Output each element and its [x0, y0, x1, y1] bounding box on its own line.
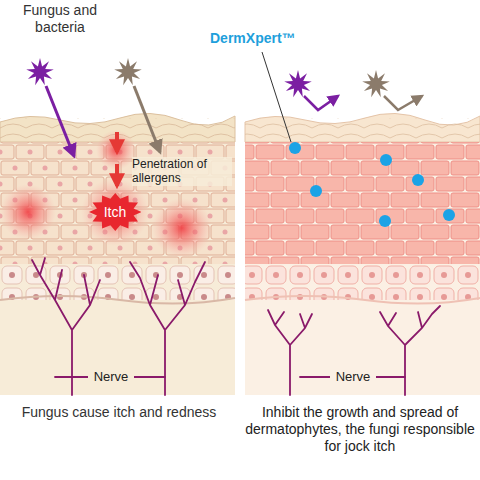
bounce-arrow [384, 96, 422, 110]
part-label: Nerve [88, 369, 134, 385]
itch-burst: Itch [89, 193, 142, 231]
node-text: Itch [104, 204, 127, 220]
part-label: Penetration of allergens [132, 157, 232, 186]
bacteria-arrow [134, 86, 160, 152]
skin-right [245, 113, 480, 395]
allergen-arrow [115, 164, 119, 186]
skin-left [0, 113, 235, 395]
microbe-star [362, 70, 390, 97]
product-label: DermXpert™ [210, 30, 310, 47]
caption-text: Fungus cause itch and redness [4, 404, 234, 421]
microbe-star [26, 58, 54, 85]
part-label: Fungus and bacteria [5, 2, 115, 36]
microbe-star [114, 58, 142, 85]
part-label: Nerve [330, 369, 376, 385]
bounce-arrow [304, 96, 338, 110]
caption-text: Inhibit the growth and spread of dermato… [242, 404, 478, 454]
dermxpert-dots [289, 142, 455, 227]
allergen-arrow [115, 132, 119, 152]
microbe-star [284, 70, 312, 97]
nerve-fibers [32, 258, 440, 395]
fungus-arrow [46, 86, 74, 156]
leader-line [262, 52, 291, 142]
